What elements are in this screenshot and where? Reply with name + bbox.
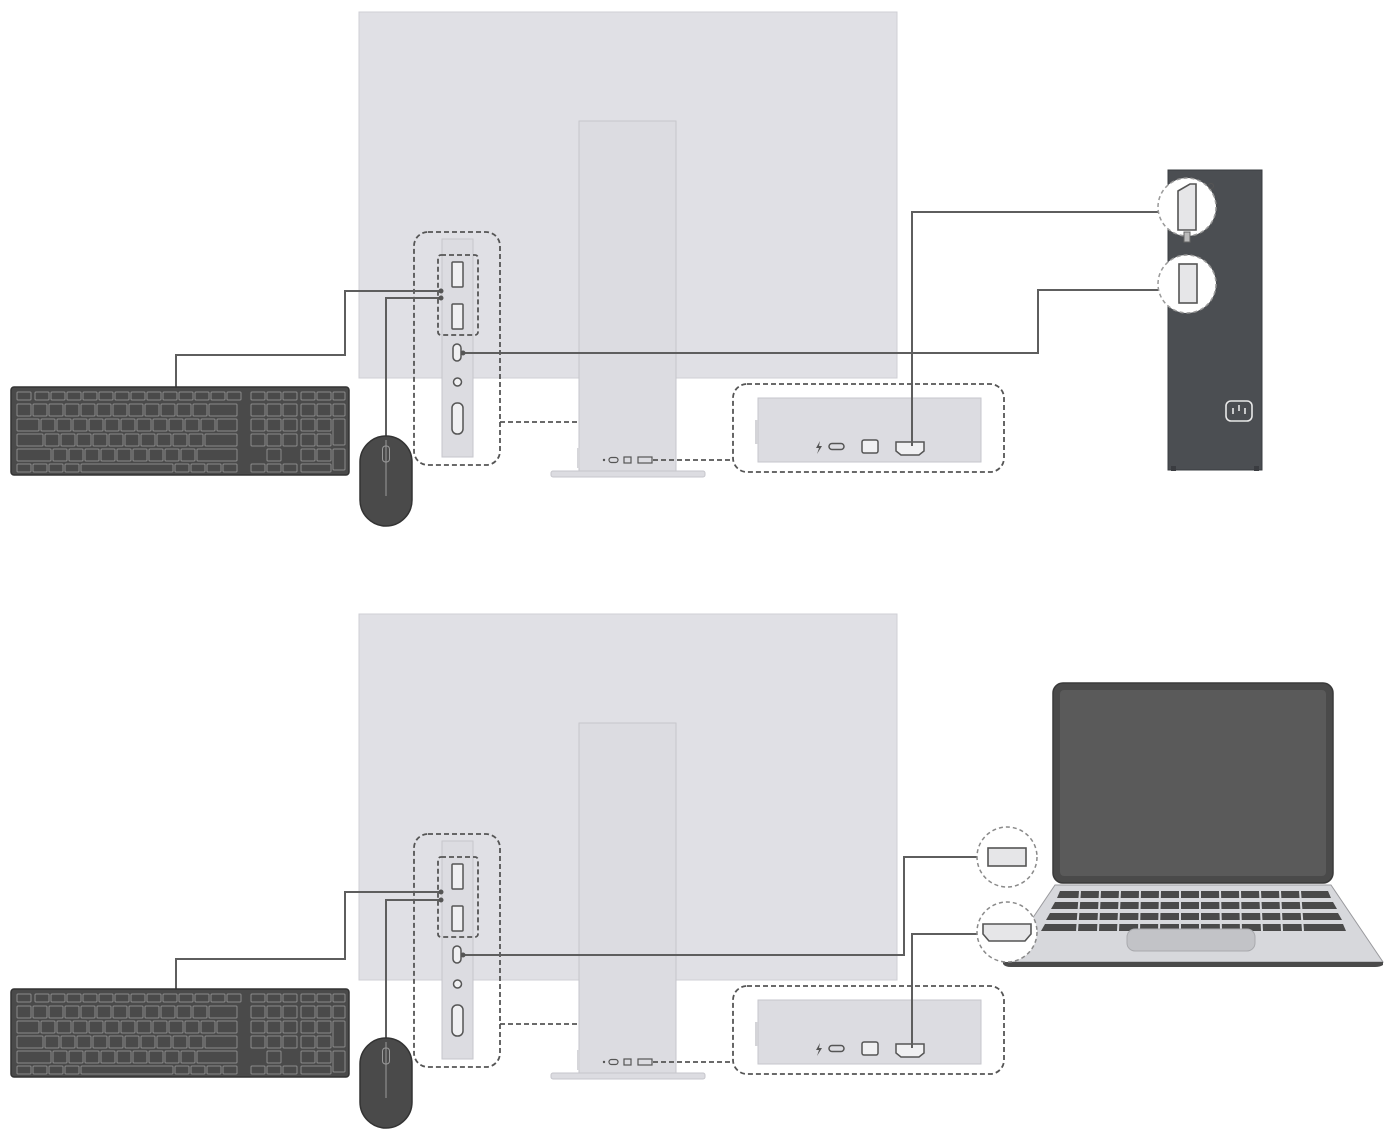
usb-a-callout-tower (1157, 254, 1217, 314)
panel-laptop-setup (10, 613, 1384, 1129)
keyboard-cable-2 (175, 891, 441, 989)
usb-a-port-icon-2 (987, 847, 1027, 867)
mouse-cable (385, 297, 441, 447)
displayport-callout (1157, 177, 1217, 243)
power-inlet-icon (1225, 400, 1253, 422)
mouse (359, 435, 413, 527)
usb-a-port-icon (1178, 263, 1198, 304)
keyboard (10, 386, 350, 476)
desktop-tower (1157, 169, 1263, 471)
usb-a-callout-laptop (976, 826, 1038, 888)
laptop (1002, 682, 1384, 967)
monitor-rear-view-2 (358, 613, 1005, 1080)
cables-panel-1 (175, 211, 1160, 447)
keyboard-cable (175, 290, 441, 387)
cables-panel-2 (175, 856, 980, 1049)
displayport-icon (1177, 183, 1197, 231)
keyboard-2 (10, 988, 350, 1078)
hdmi-to-tower-cable (911, 211, 1160, 446)
hdmi-callout-laptop (976, 901, 1038, 963)
usb-c-to-laptop-cable (463, 856, 980, 956)
panel-desktop-setup (10, 11, 1263, 527)
usb-c-to-tower-cable (463, 289, 1160, 354)
trackpad (1126, 928, 1256, 952)
hdmi-to-laptop-cable (911, 933, 980, 1048)
monitor-rear-view (358, 11, 1005, 478)
laptop-key-gaps (1076, 890, 1304, 932)
mouse-cable-2 (385, 899, 441, 1049)
hdmi-port-icon (982, 923, 1032, 942)
mouse-2 (359, 1037, 413, 1129)
